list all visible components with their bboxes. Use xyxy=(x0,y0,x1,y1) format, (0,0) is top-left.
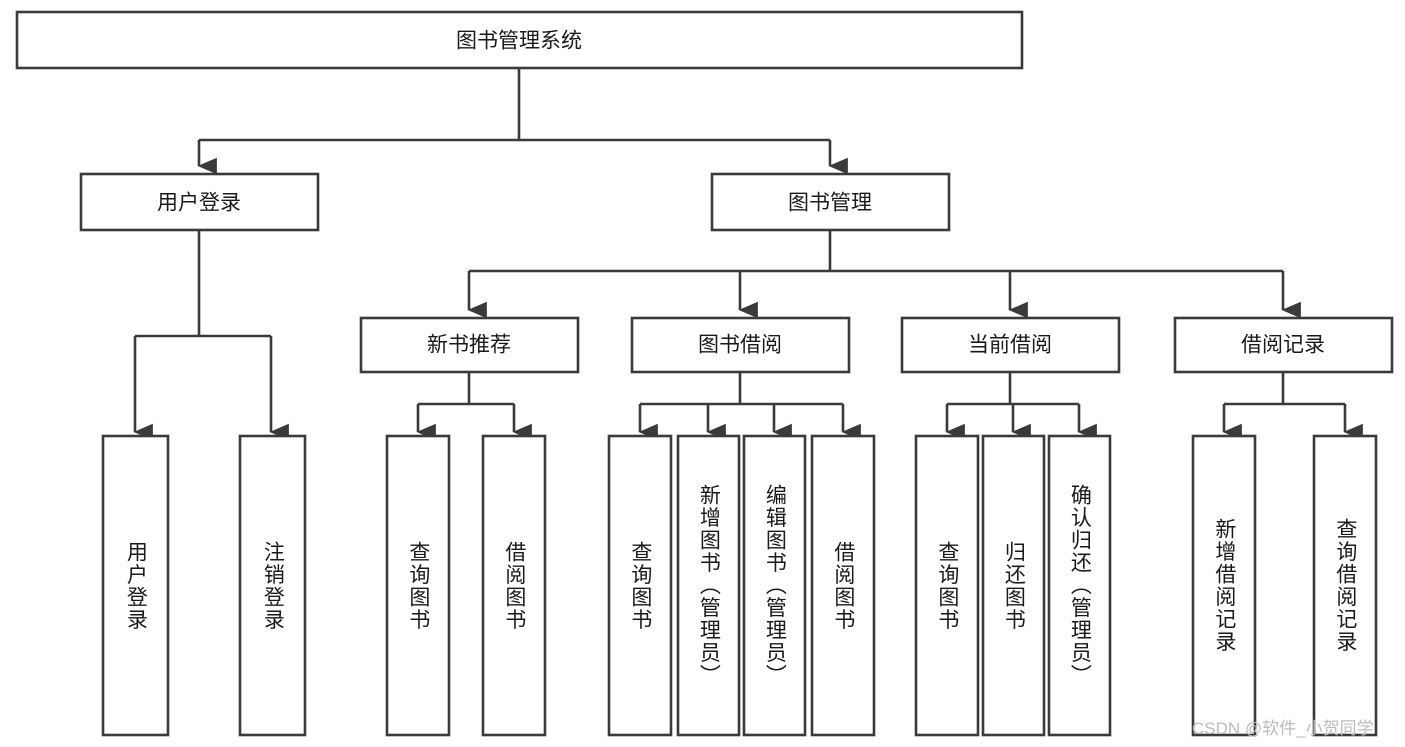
node-new-book-box[interactable] xyxy=(359,316,580,374)
node-book-manage-box[interactable] xyxy=(710,172,951,232)
node-new-book-label: 新书推荐 xyxy=(427,334,511,357)
csdn-watermark: CSDN @软件_小贺同学 xyxy=(1192,719,1374,738)
node-root-box[interactable] xyxy=(15,10,1024,70)
leaf-box-new-book-1[interactable] xyxy=(481,434,547,737)
leaf-box-book-borrow-3[interactable] xyxy=(810,434,876,737)
node-book-borrow-box[interactable] xyxy=(630,316,851,374)
node-current-borrow-label: 当前借阅 xyxy=(968,334,1052,357)
node-current-borrow-box[interactable] xyxy=(900,316,1121,374)
node-borrow-record-box[interactable] xyxy=(1173,316,1394,374)
leaf-box-book-borrow-2[interactable] xyxy=(742,434,807,737)
leaf-box-user-login-0[interactable] xyxy=(101,434,170,737)
leaf-box-book-borrow-1[interactable] xyxy=(676,434,741,737)
leaf-box-borrow-record-1[interactable] xyxy=(1312,434,1378,737)
leaf-box-user-login-1[interactable] xyxy=(238,434,307,737)
node-user-login-label: 用户登录 xyxy=(157,192,241,215)
node-book-manage-label: 图书管理 xyxy=(788,192,872,215)
leaf-box-borrow-record-0[interactable] xyxy=(1191,434,1257,737)
leaf-box-current-borrow-1[interactable] xyxy=(981,434,1046,737)
leaf-box-current-borrow-2[interactable] xyxy=(1047,434,1112,737)
node-root-label: 图书管理系统 xyxy=(456,30,582,53)
leaf-box-current-borrow-0[interactable] xyxy=(914,434,980,737)
node-book-borrow-label: 图书借阅 xyxy=(698,334,782,357)
leaf-box-new-book-0[interactable] xyxy=(385,434,451,737)
leaf-box-book-borrow-0[interactable] xyxy=(607,434,673,737)
node-borrow-record-label: 借阅记录 xyxy=(1241,334,1325,357)
